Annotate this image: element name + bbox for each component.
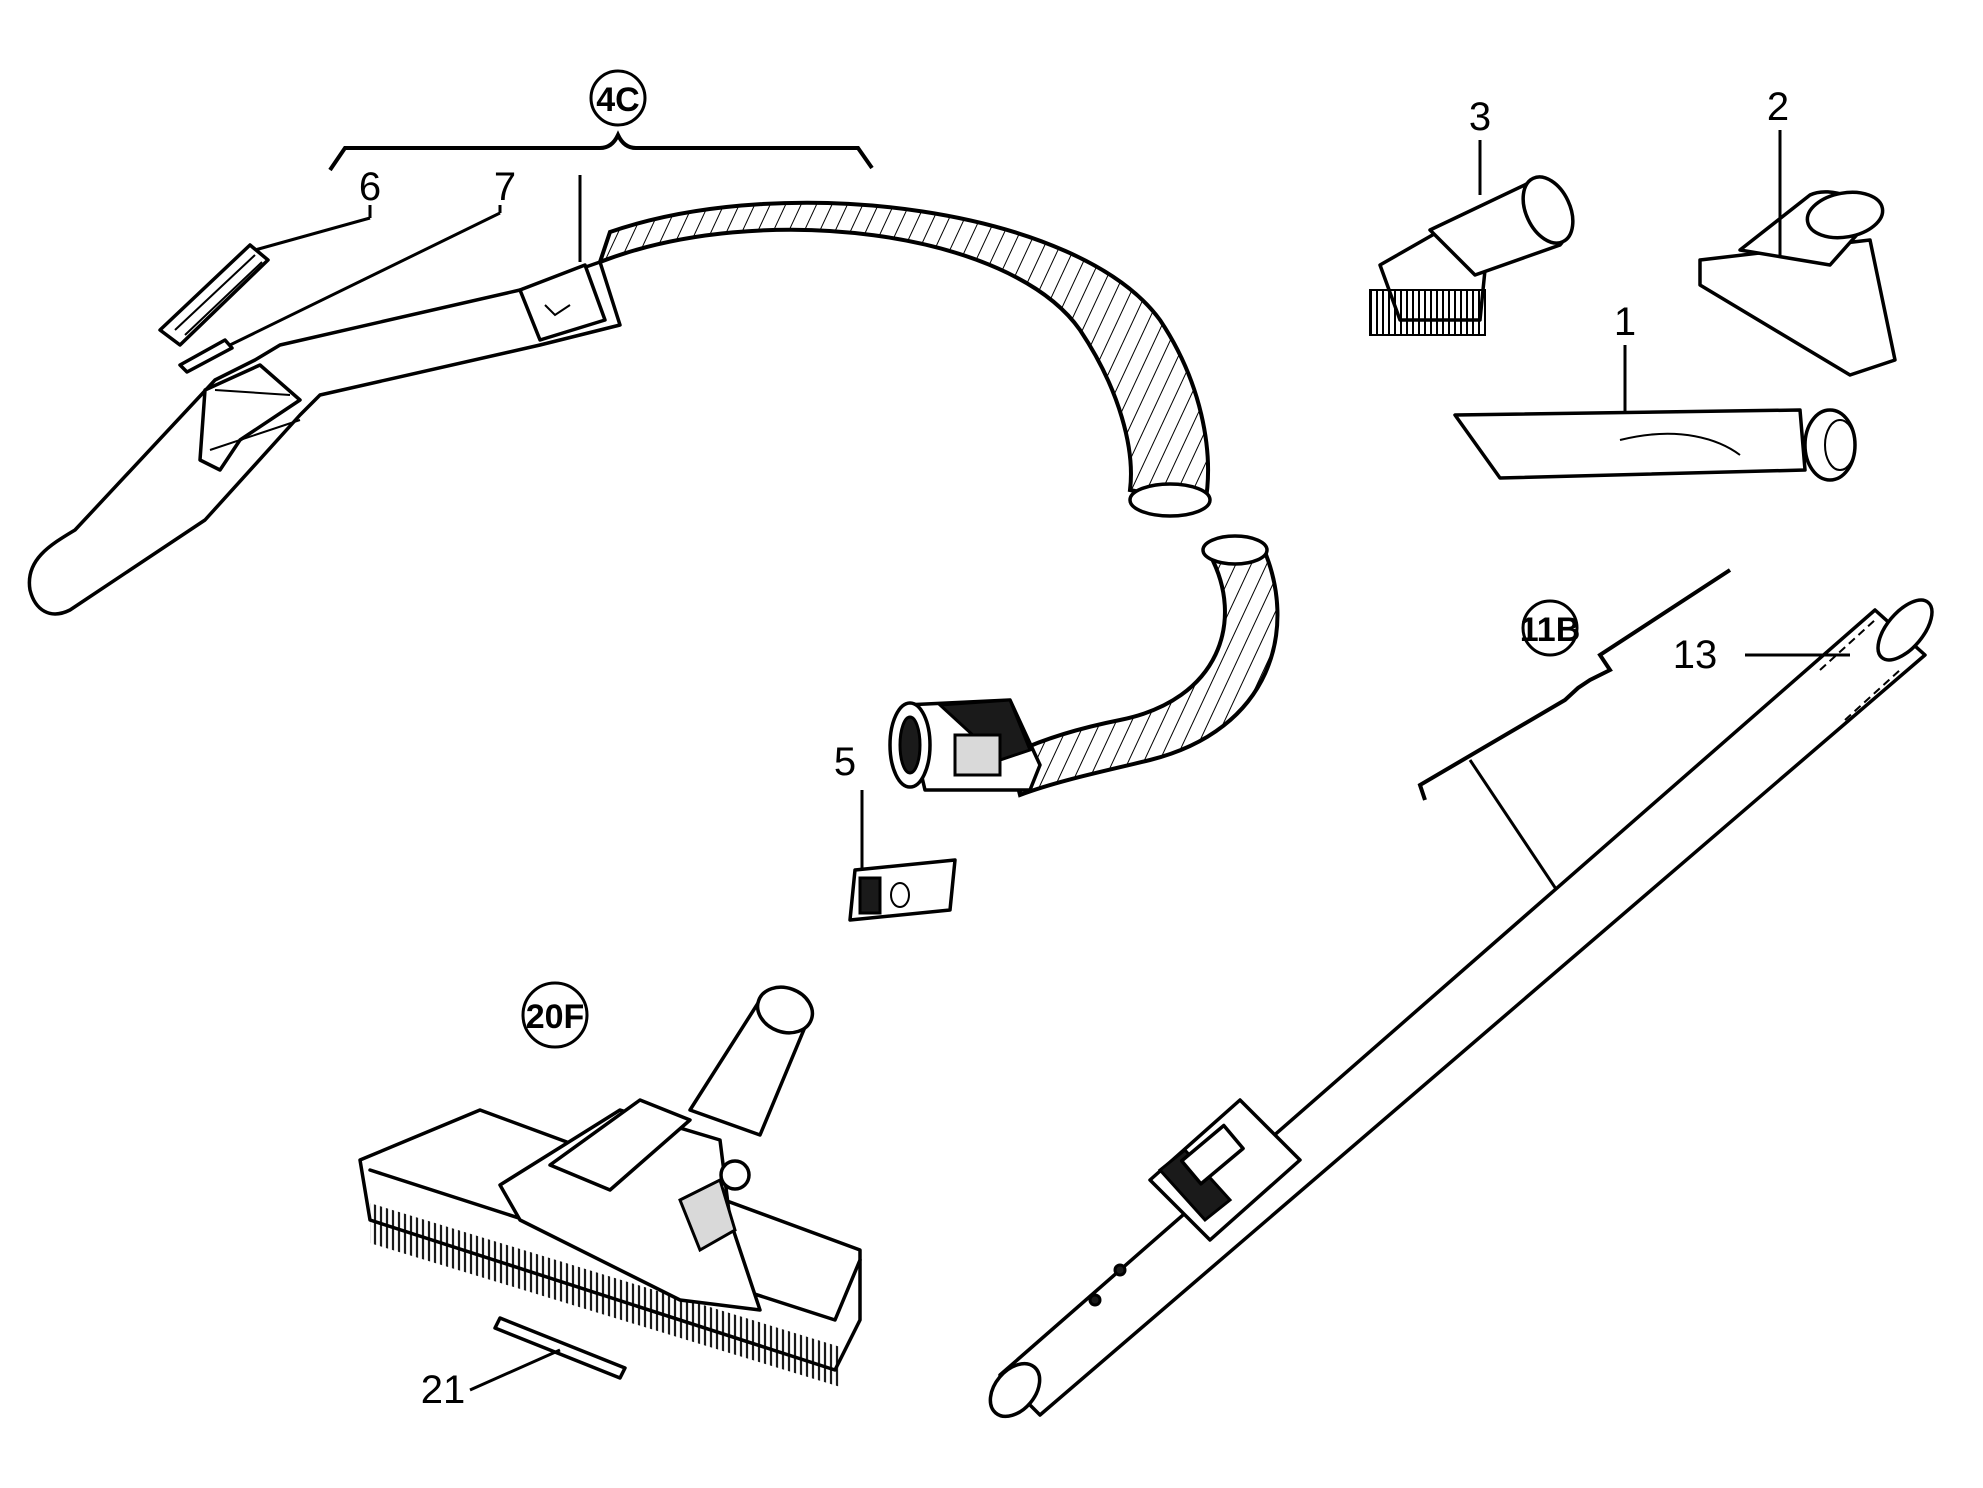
dusting-brush: 3 xyxy=(1369,95,1575,336)
hose-assembly: 4C xyxy=(27,69,1280,798)
floor-tool-assembly: 20F 21 xyxy=(358,981,862,1412)
wand-assembly-bracket xyxy=(1417,568,1732,801)
handle-clip: 6 xyxy=(158,165,381,347)
flexible-hose-lower xyxy=(1007,542,1280,798)
wand-assembly: 11B 13 xyxy=(988,568,1934,1419)
upholstery-tool: 2 xyxy=(1698,85,1897,377)
label-3: 3 xyxy=(1469,95,1491,139)
callout-11b-text: 11B xyxy=(1520,611,1581,649)
callout-11b: 11B xyxy=(1520,599,1581,657)
label-2: 2 xyxy=(1767,85,1789,129)
callout-4c: 4C xyxy=(589,69,647,127)
handle-spring: 7 xyxy=(178,165,516,374)
callout-4c-text: 4C xyxy=(596,81,639,119)
hose-handle xyxy=(27,260,622,616)
callout-20f-text: 20F xyxy=(526,998,585,1036)
wand-assembly-leader xyxy=(1468,759,1562,896)
floor-tool-head xyxy=(358,985,862,1387)
label-1: 1 xyxy=(1614,300,1636,344)
hose-assembly-bracket xyxy=(328,130,874,172)
hose-loop-end-lower xyxy=(1201,534,1269,566)
label-5: 5 xyxy=(834,740,856,784)
label-7: 7 xyxy=(494,165,516,209)
hose-loop-end-upper xyxy=(1128,482,1212,518)
label-6: 6 xyxy=(359,165,381,209)
wand-joint xyxy=(1148,1098,1302,1242)
crevice-tool: 1 xyxy=(1453,300,1857,482)
label-13: 13 xyxy=(1673,633,1718,677)
hose-clip: 5 xyxy=(834,740,957,922)
label-21: 21 xyxy=(421,1368,466,1412)
hose-swivel-connector xyxy=(888,698,1042,792)
flexible-hose-upper xyxy=(596,200,1210,508)
callout-20f: 20F xyxy=(521,981,589,1049)
floor-tool-strip: 21 xyxy=(421,1316,627,1412)
